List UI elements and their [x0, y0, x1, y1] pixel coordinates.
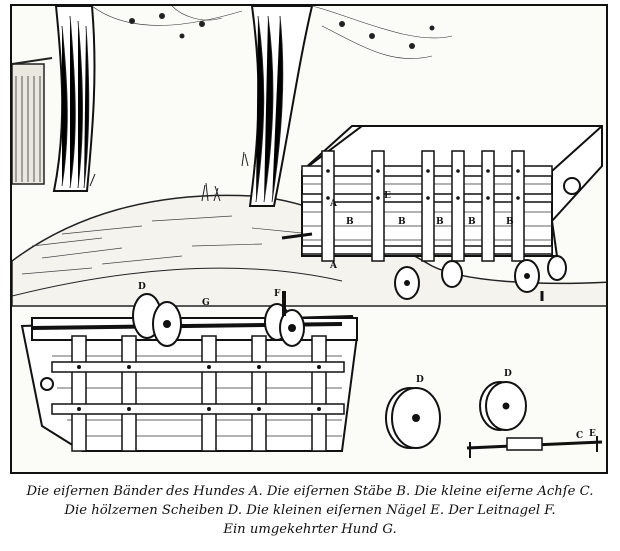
figure-caption: Die eiſernen Bänder des Hundes A. Die ei…: [0, 482, 620, 539]
label-a-cart-bottom: A: [329, 261, 338, 271]
woodcut-drawing: A B B B B B A E: [12, 6, 606, 458]
label-b-cart-1: B: [346, 217, 354, 227]
wooden-discs: D D: [385, 369, 527, 449]
label-b-cart-5: B: [506, 217, 514, 227]
label-d-disc-1: D: [416, 375, 424, 385]
label-c: C: [576, 431, 583, 441]
label-e-cart: E: [384, 191, 391, 201]
label-a-cart: A: [329, 199, 338, 209]
building: [12, 57, 53, 185]
label-g: G: [202, 298, 210, 308]
label-f: F: [274, 289, 281, 299]
inverted-cart: D G F: [20, 282, 359, 452]
trees: [52, 6, 453, 207]
mine-cart: A B B B B B A E: [281, 125, 603, 301]
iron-axle: C E: [466, 429, 603, 458]
label-b-cart-4: B: [468, 217, 476, 227]
label-d-inverted: D: [138, 282, 146, 292]
caption-line-3: Ein umgekehrter Hund G.: [223, 522, 397, 537]
illustration-frame: A B B B B B A E: [10, 4, 608, 474]
label-b-cart-3: B: [436, 217, 444, 227]
label-e-axle: E: [589, 429, 596, 439]
caption-line-1: Die eiſernen Bänder des Hundes A. Die ei…: [26, 484, 594, 499]
label-b-cart-2: B: [398, 217, 406, 227]
caption-line-2: Die hölzernen Scheiben D. Die kleinen ei…: [64, 503, 556, 518]
label-d-disc-2: D: [504, 369, 512, 379]
